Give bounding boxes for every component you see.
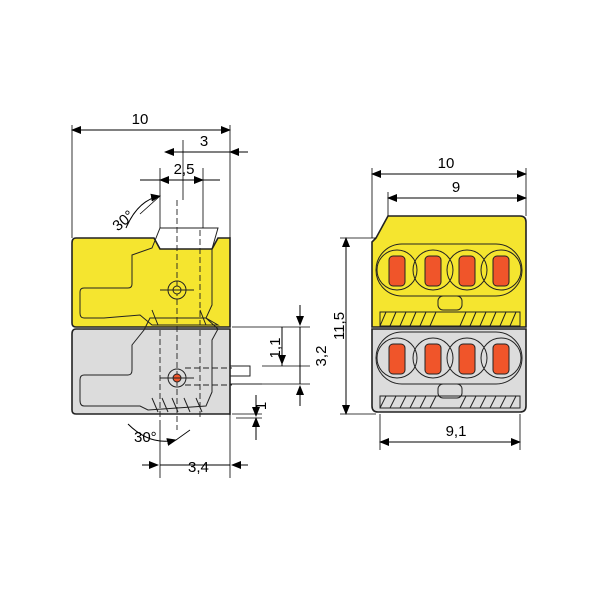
side-dim-height-label: 11,5 xyxy=(331,312,348,340)
grey-lever-2 xyxy=(424,343,442,375)
front-dim-height-1-label: 1,1 xyxy=(267,338,284,359)
front-angle-bottom-label: 30° xyxy=(134,429,157,446)
front-yellow-body xyxy=(71,237,231,328)
side-dim-inner-width-label: 9 xyxy=(452,179,460,196)
front-upper-panel xyxy=(79,227,220,326)
side-yellow-slots xyxy=(375,243,523,297)
yellow-lever-4 xyxy=(492,255,510,287)
front-dim-height-2-label: 3,2 xyxy=(313,346,330,367)
front-grey-body xyxy=(71,328,231,415)
front-dim-offset-label: 3 xyxy=(200,133,208,150)
front-dim-width-label: 10 xyxy=(132,111,149,128)
side-dim-width-label: 10 xyxy=(438,155,455,172)
front-dim-lower-offset-label: 3,4 xyxy=(188,459,209,476)
front-angle-top-label: 30° xyxy=(109,207,137,235)
side-dim-bottom-width-label: 9,1 xyxy=(446,423,467,440)
front-dim-step-label: 1 xyxy=(253,402,270,410)
front-dim-entry-label: 2,5 xyxy=(174,161,195,178)
yellow-lever-1 xyxy=(388,255,406,287)
yellow-lever-3 xyxy=(458,255,476,287)
grey-lever-3 xyxy=(458,343,476,375)
grey-lever-1 xyxy=(388,343,406,375)
side-view: 10 9 11,5 9,1 xyxy=(331,155,527,450)
front-lower-panel xyxy=(79,317,219,411)
grey-lever-4 xyxy=(492,343,510,375)
yellow-lever-2 xyxy=(424,255,442,287)
front-view: 10 3 2,5 30° 30° 3,4 3,2 xyxy=(71,111,330,478)
side-grey-slots xyxy=(375,331,523,385)
